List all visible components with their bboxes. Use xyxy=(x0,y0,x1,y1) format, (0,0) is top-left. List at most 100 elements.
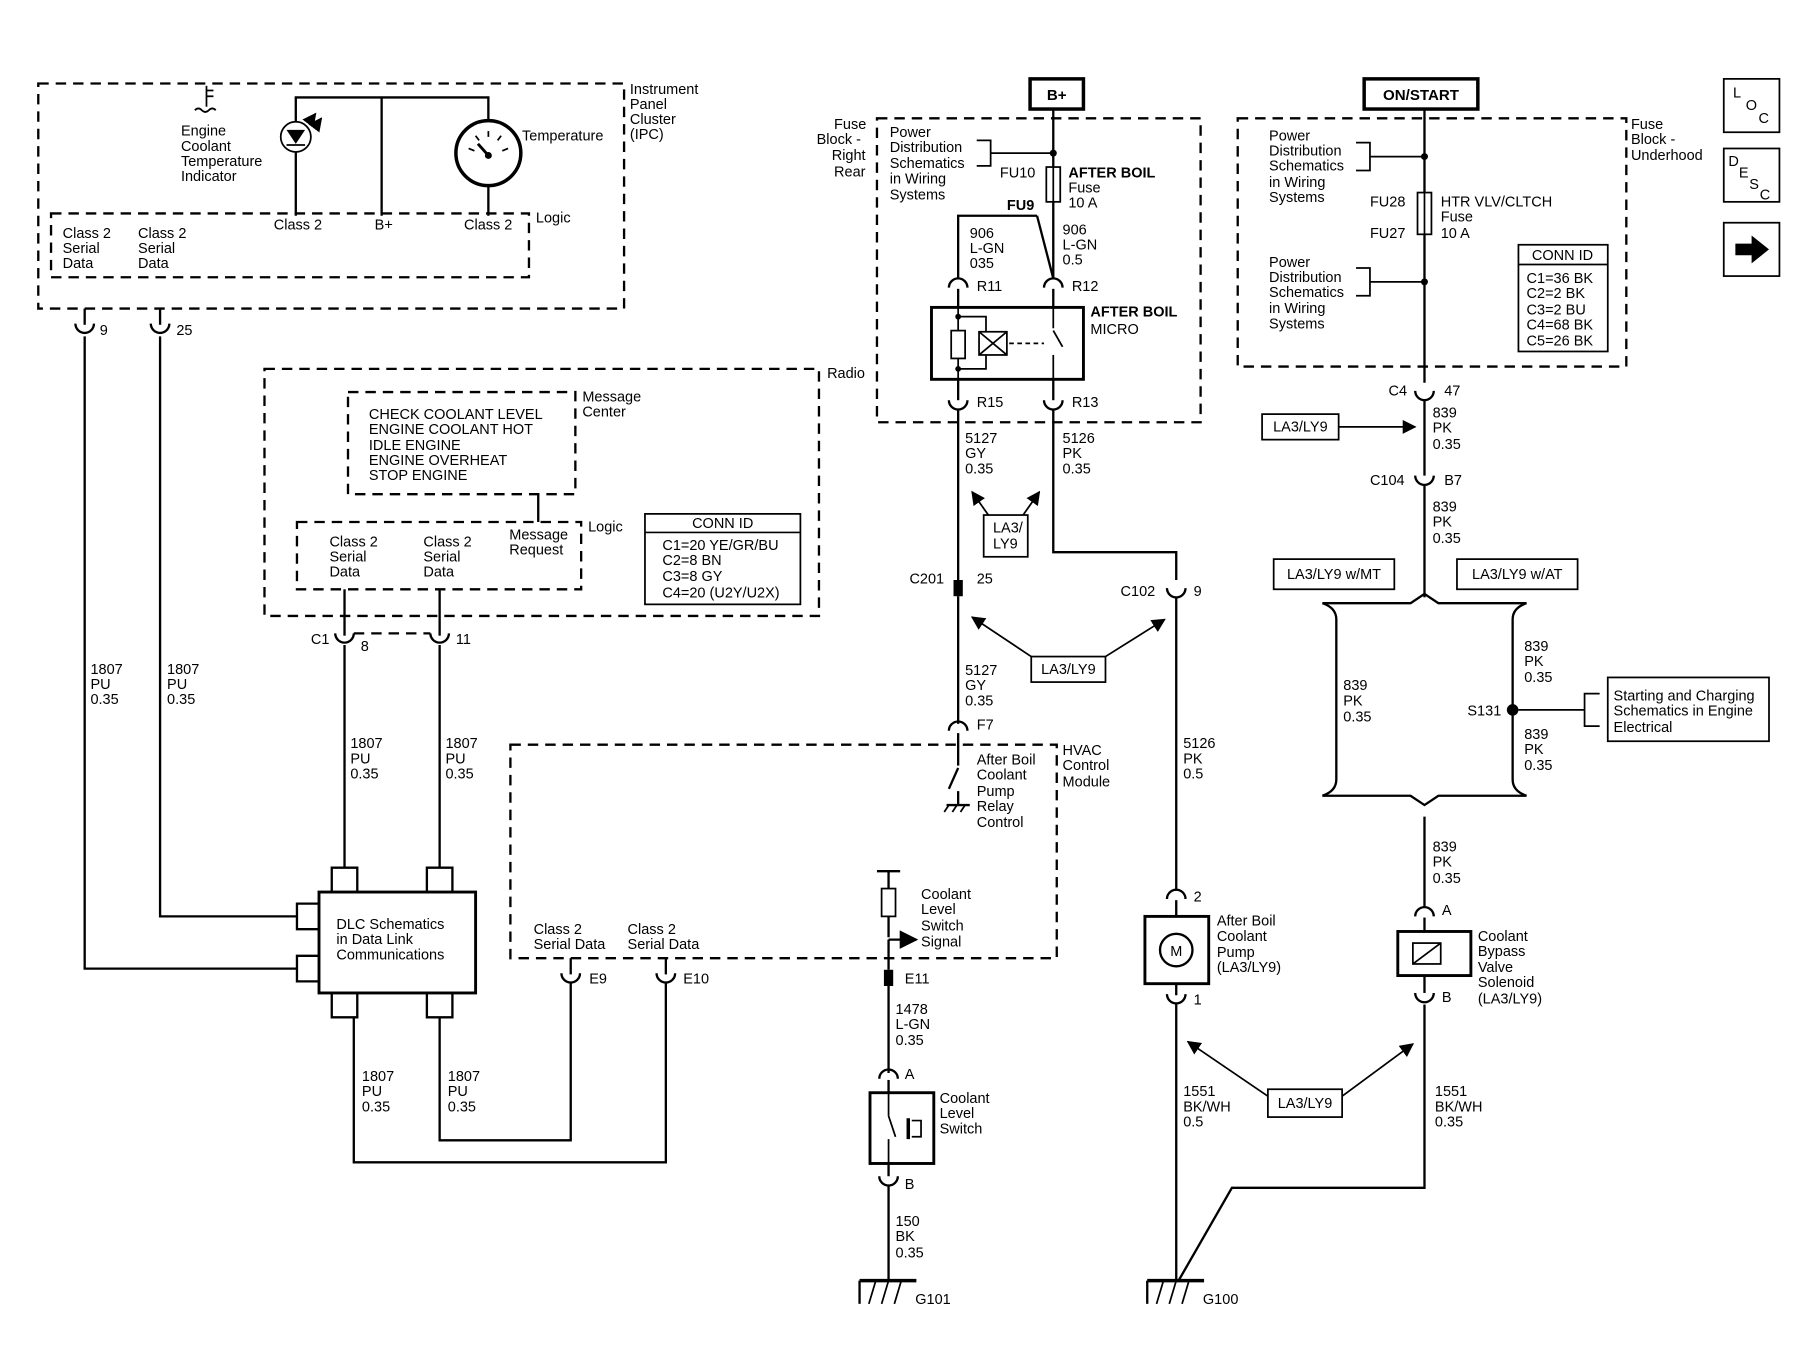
after-boil-micro-relay[interactable] xyxy=(930,305,1085,381)
svg-text:Level: Level xyxy=(921,902,956,918)
svg-text:47: 47 xyxy=(1444,384,1460,400)
svg-text:0.5: 0.5 xyxy=(1063,252,1083,268)
svg-text:Panel: Panel xyxy=(630,97,667,113)
svg-text:9: 9 xyxy=(100,323,108,339)
svg-text:150: 150 xyxy=(896,1214,920,1230)
after-boil-coolant-pump-motor[interactable]: M xyxy=(1143,914,1211,986)
fuse-fu28-htr-vlv-cltch[interactable] xyxy=(1416,191,1433,236)
svg-text:Fuse: Fuse xyxy=(834,117,866,133)
svg-text:B7: B7 xyxy=(1444,473,1462,489)
svg-text:in Data Link: in Data Link xyxy=(336,932,413,948)
svg-text:S131: S131 xyxy=(1467,704,1501,720)
fuse-fu10-after-boil[interactable] xyxy=(1045,166,1062,203)
svg-text:in Wiring: in Wiring xyxy=(1269,301,1325,317)
svg-text:Engine: Engine xyxy=(181,124,226,140)
svg-text:5126: 5126 xyxy=(1183,736,1215,752)
svg-text:M: M xyxy=(1170,944,1182,960)
svg-text:0.35: 0.35 xyxy=(965,693,993,709)
svg-text:1807: 1807 xyxy=(445,736,477,752)
svg-text:Serial Data: Serial Data xyxy=(628,937,701,953)
svg-text:Communications: Communications xyxy=(336,947,444,963)
svg-text:R13: R13 xyxy=(1072,395,1099,411)
svg-text:After Boil: After Boil xyxy=(977,752,1036,768)
svg-text:PU: PU xyxy=(362,1084,382,1100)
svg-text:Power: Power xyxy=(890,125,931,141)
svg-text:B: B xyxy=(905,1177,915,1193)
svg-text:0.35: 0.35 xyxy=(1524,758,1552,774)
dlc-schematics-box[interactable]: DLC Schematics in Data Link Communicatio… xyxy=(317,890,478,995)
next-page-button[interactable] xyxy=(1722,221,1781,277)
svg-text:AFTER BOIL: AFTER BOIL xyxy=(1090,305,1177,321)
svg-text:BK/WH: BK/WH xyxy=(1183,1099,1231,1115)
bplus-supply-box: B+ xyxy=(1028,77,1086,111)
starting-charging-schematics-box[interactable]: Starting and Charging Schematics in Engi… xyxy=(1606,676,1770,743)
svg-text:Serial: Serial xyxy=(138,241,175,257)
svg-text:Systems: Systems xyxy=(1269,316,1325,332)
radio-connector-c1-8 xyxy=(334,633,355,644)
svg-text:Class 2: Class 2 xyxy=(138,226,186,242)
svg-text:Radio: Radio xyxy=(827,366,865,382)
svg-text:Schematics: Schematics xyxy=(1269,285,1344,301)
svg-text:Coolant: Coolant xyxy=(921,887,971,903)
svg-text:R11: R11 xyxy=(977,279,1003,295)
svg-text:Indicator: Indicator xyxy=(181,169,237,185)
svg-text:Block -: Block - xyxy=(817,132,861,148)
svg-text:0.35: 0.35 xyxy=(90,692,118,708)
connector-c102 xyxy=(1165,587,1187,599)
svg-text:C: C xyxy=(1760,188,1770,204)
svg-text:839: 839 xyxy=(1433,406,1457,422)
svg-text:PK: PK xyxy=(1433,515,1453,531)
svg-text:Solenoid: Solenoid xyxy=(1478,975,1534,991)
svg-text:C4: C4 xyxy=(1389,384,1408,400)
svg-text:B+: B+ xyxy=(1047,87,1067,104)
connector-f7 xyxy=(947,720,969,731)
svg-text:839: 839 xyxy=(1433,500,1457,516)
la3-ly9-option-box-mid: LA3/LY9 xyxy=(1030,655,1107,683)
svg-text:ON/START: ON/START xyxy=(1383,87,1460,104)
svg-text:Coolant: Coolant xyxy=(181,139,231,155)
loc-button[interactable]: L O C xyxy=(1722,78,1781,134)
svg-text:1807: 1807 xyxy=(167,662,199,678)
svg-text:(LA3/LY9): (LA3/LY9) xyxy=(1478,991,1542,1007)
svg-text:0.35: 0.35 xyxy=(1063,461,1091,477)
ipc-connector-9 xyxy=(74,323,96,335)
svg-text:Serial: Serial xyxy=(423,549,460,565)
svg-text:1551: 1551 xyxy=(1435,1084,1467,1100)
svg-text:1807: 1807 xyxy=(350,736,382,752)
svg-text:2: 2 xyxy=(1194,889,1202,905)
coolant-level-switch[interactable] xyxy=(868,1091,936,1165)
desc-button[interactable]: D E S C xyxy=(1722,147,1781,204)
svg-text:E9: E9 xyxy=(589,972,607,988)
svg-text:MICRO: MICRO xyxy=(1090,322,1138,338)
option-box-la3-ly9-mt: LA3/LY9 w/MT xyxy=(1272,558,1396,591)
svg-text:Serial: Serial xyxy=(329,549,366,565)
svg-text:Class 2: Class 2 xyxy=(534,922,582,938)
svg-text:E10: E10 xyxy=(683,972,709,988)
svg-text:0.35: 0.35 xyxy=(1433,437,1461,453)
svg-text:1807: 1807 xyxy=(448,1069,480,1085)
underhood-conn-id-table: CONN ID C1=36 BK C2=2 BK C3=2 BU C4=68 B… xyxy=(1517,243,1609,353)
fuse-block-right-rear-outline xyxy=(875,117,1202,424)
svg-text:Switch: Switch xyxy=(940,1121,983,1137)
svg-text:Class 2: Class 2 xyxy=(423,534,471,550)
svg-text:BK: BK xyxy=(896,1229,916,1245)
svg-text:0.5: 0.5 xyxy=(1183,766,1203,782)
coolant-level-signal-icon xyxy=(876,869,919,970)
svg-text:L-GN: L-GN xyxy=(896,1017,931,1033)
svg-text:8: 8 xyxy=(361,639,369,655)
svg-text:PU: PU xyxy=(445,751,465,767)
svg-text:035: 035 xyxy=(970,256,994,272)
svg-text:Fuse: Fuse xyxy=(1068,181,1100,197)
svg-text:CONN ID: CONN ID xyxy=(692,516,753,532)
svg-text:C4=68 BK: C4=68 BK xyxy=(1527,317,1594,333)
onstart-supply-box: ON/START xyxy=(1362,77,1480,111)
svg-text:Schematics: Schematics xyxy=(890,156,965,172)
coolant-bypass-valve-solenoid[interactable] xyxy=(1396,930,1473,978)
svg-text:0.35: 0.35 xyxy=(448,1099,476,1115)
svg-text:Class 2: Class 2 xyxy=(464,218,512,234)
svg-text:839: 839 xyxy=(1524,727,1548,743)
svg-text:0.5: 0.5 xyxy=(1183,1114,1203,1130)
ipc-module-outline xyxy=(37,82,626,310)
svg-text:839: 839 xyxy=(1524,639,1548,655)
radio-module-outline xyxy=(263,367,821,618)
